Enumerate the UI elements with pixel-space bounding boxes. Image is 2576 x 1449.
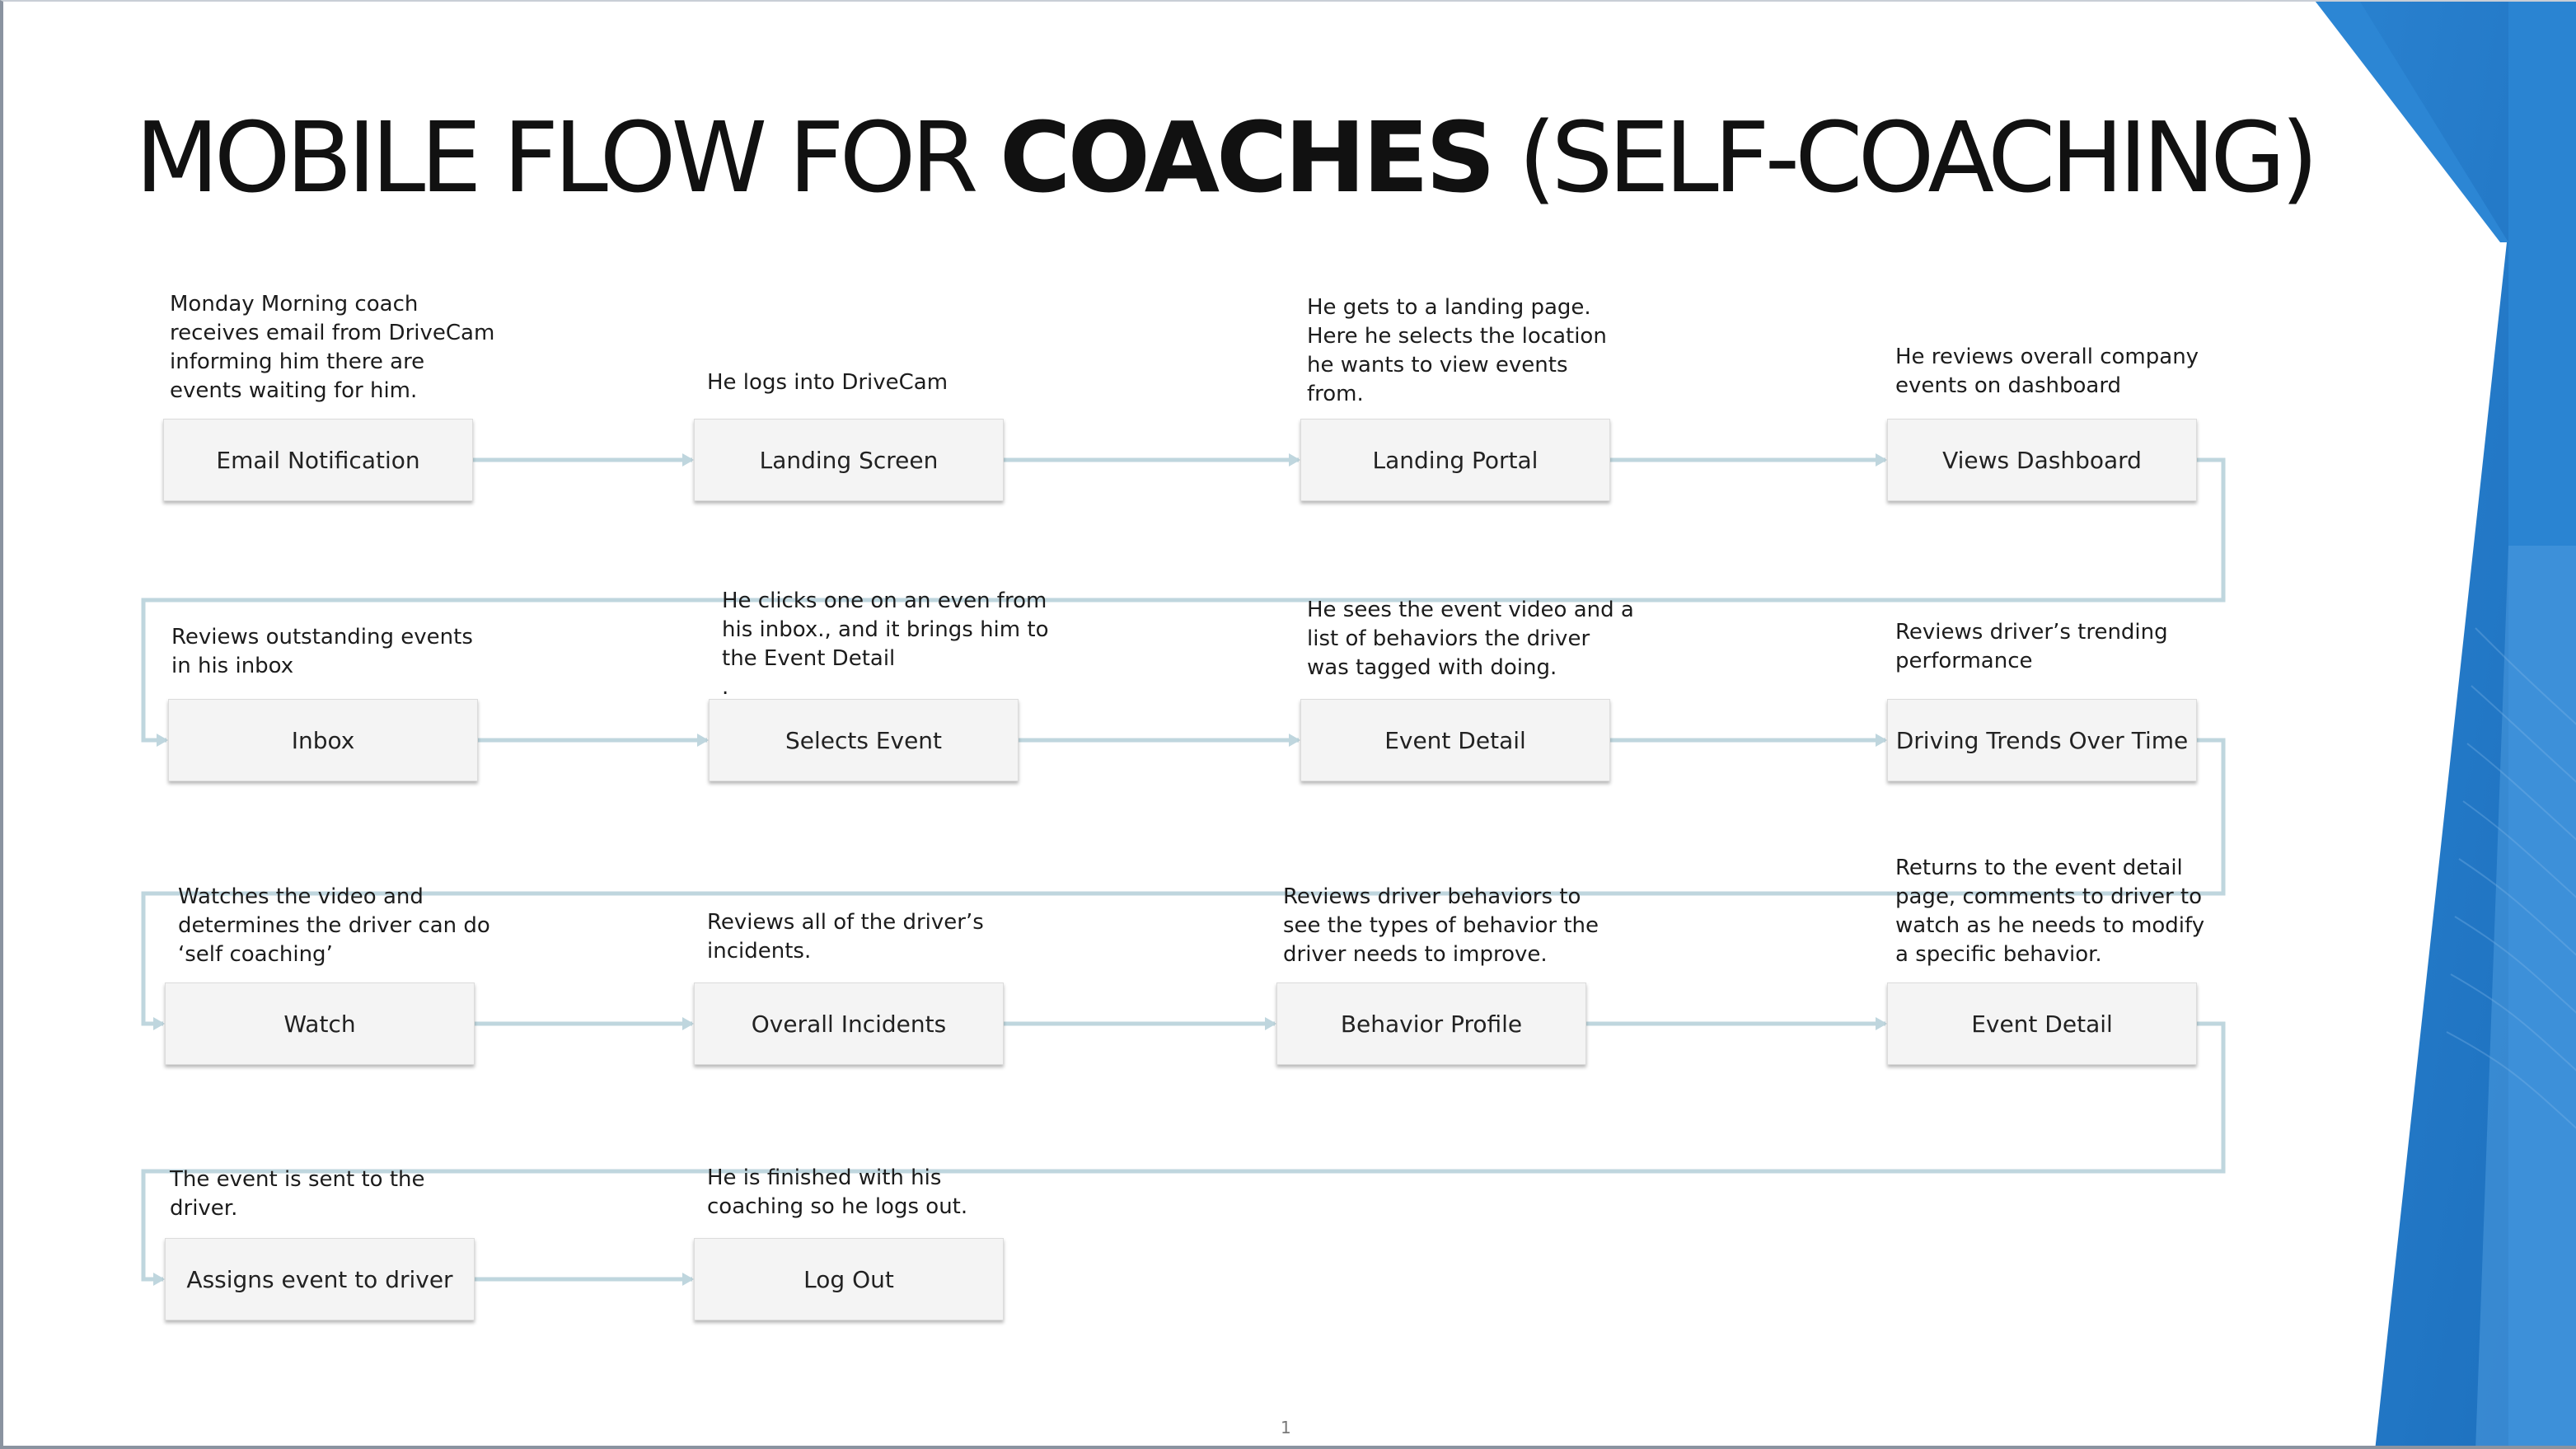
flow-step-box: Behavior Profile xyxy=(1276,982,1586,1065)
arrow-head xyxy=(157,734,168,747)
arrow-head xyxy=(682,453,694,467)
flow-step-note: Watches the video and determines the dri… xyxy=(178,884,490,967)
flow-step-note: Reviews driver’s trending performance xyxy=(1895,620,2168,673)
flow-connector-wrap xyxy=(141,738,2226,1026)
flow-step-note: Reviews outstanding events in his inbox xyxy=(171,625,473,678)
arrow-head xyxy=(697,734,709,747)
blue-corner-decoration xyxy=(2316,2,2576,1446)
flow-step-box: Email Notification xyxy=(163,419,473,501)
flow-connector-wrap xyxy=(141,1021,2226,1282)
title-prefix: MOBILE FLOW FOR xyxy=(135,101,1000,214)
arrow-head xyxy=(1876,734,1887,747)
flow-step-box: Assigns event to driver xyxy=(165,1238,475,1320)
flow-connectors xyxy=(141,453,2226,1286)
arrow-head xyxy=(153,1273,165,1286)
flow-step-note: Reviews all of the driver’s incidents. xyxy=(707,910,984,964)
page-title: MOBILE FLOW FOR COACHES (SELF-COACHING) xyxy=(135,109,2319,206)
flow-step-note: The event is sent to the driver. xyxy=(170,1167,425,1221)
flow-step-box: Inbox xyxy=(168,699,478,781)
flow-step-note: He reviews overall company events on das… xyxy=(1895,345,2199,398)
flow-step-box: Watch xyxy=(165,982,475,1065)
flow-step-box: Driving Trends Over Time xyxy=(1887,699,2197,781)
flow-step-note: He is finished with his coaching so he l… xyxy=(707,1165,968,1219)
flow-step-box: Landing Portal xyxy=(1300,419,1610,501)
title-suffix: (SELF-COACHING) xyxy=(1492,101,2318,214)
arrow-head xyxy=(1289,453,1300,467)
arrow-head xyxy=(682,1273,694,1286)
flow-step-note: He clicks one on an even from his inbox.… xyxy=(722,589,1049,700)
flow-step-box: Selects Event xyxy=(709,699,1019,781)
arrow-head xyxy=(1265,1017,1276,1030)
arrow-head xyxy=(153,1017,165,1030)
flow-step-note: He gets to a landing page. Here he selec… xyxy=(1307,295,1607,406)
title-emphasis: COACHES xyxy=(999,101,1496,214)
flow-step-note: Reviews driver behaviors to see the type… xyxy=(1283,884,1599,967)
flow-step-box: Landing Screen xyxy=(694,419,1004,501)
flow-connector-wrap xyxy=(141,457,2226,743)
flow-step-note: He logs into DriveCam xyxy=(707,370,948,395)
flow-step-box: Event Detail xyxy=(1887,982,2197,1065)
arrow-head xyxy=(682,1017,694,1030)
flow-step-box: Views Dashboard xyxy=(1887,419,2197,501)
arrow-head xyxy=(1289,734,1300,747)
arrow-head xyxy=(1876,1017,1887,1030)
flow-step-box: Log Out xyxy=(694,1238,1004,1320)
page-number: 1 xyxy=(1281,1418,1291,1437)
flow-step-note: Monday Morning coach receives email from… xyxy=(170,292,495,403)
flow-step-note: Returns to the event detail page, commen… xyxy=(1895,856,2205,967)
flow-step-box: Overall Incidents xyxy=(694,982,1004,1065)
flow-step-note: He sees the event video and a list of be… xyxy=(1307,598,1634,680)
arrow-head xyxy=(1876,453,1887,467)
flow-step-box: Event Detail xyxy=(1300,699,1610,781)
